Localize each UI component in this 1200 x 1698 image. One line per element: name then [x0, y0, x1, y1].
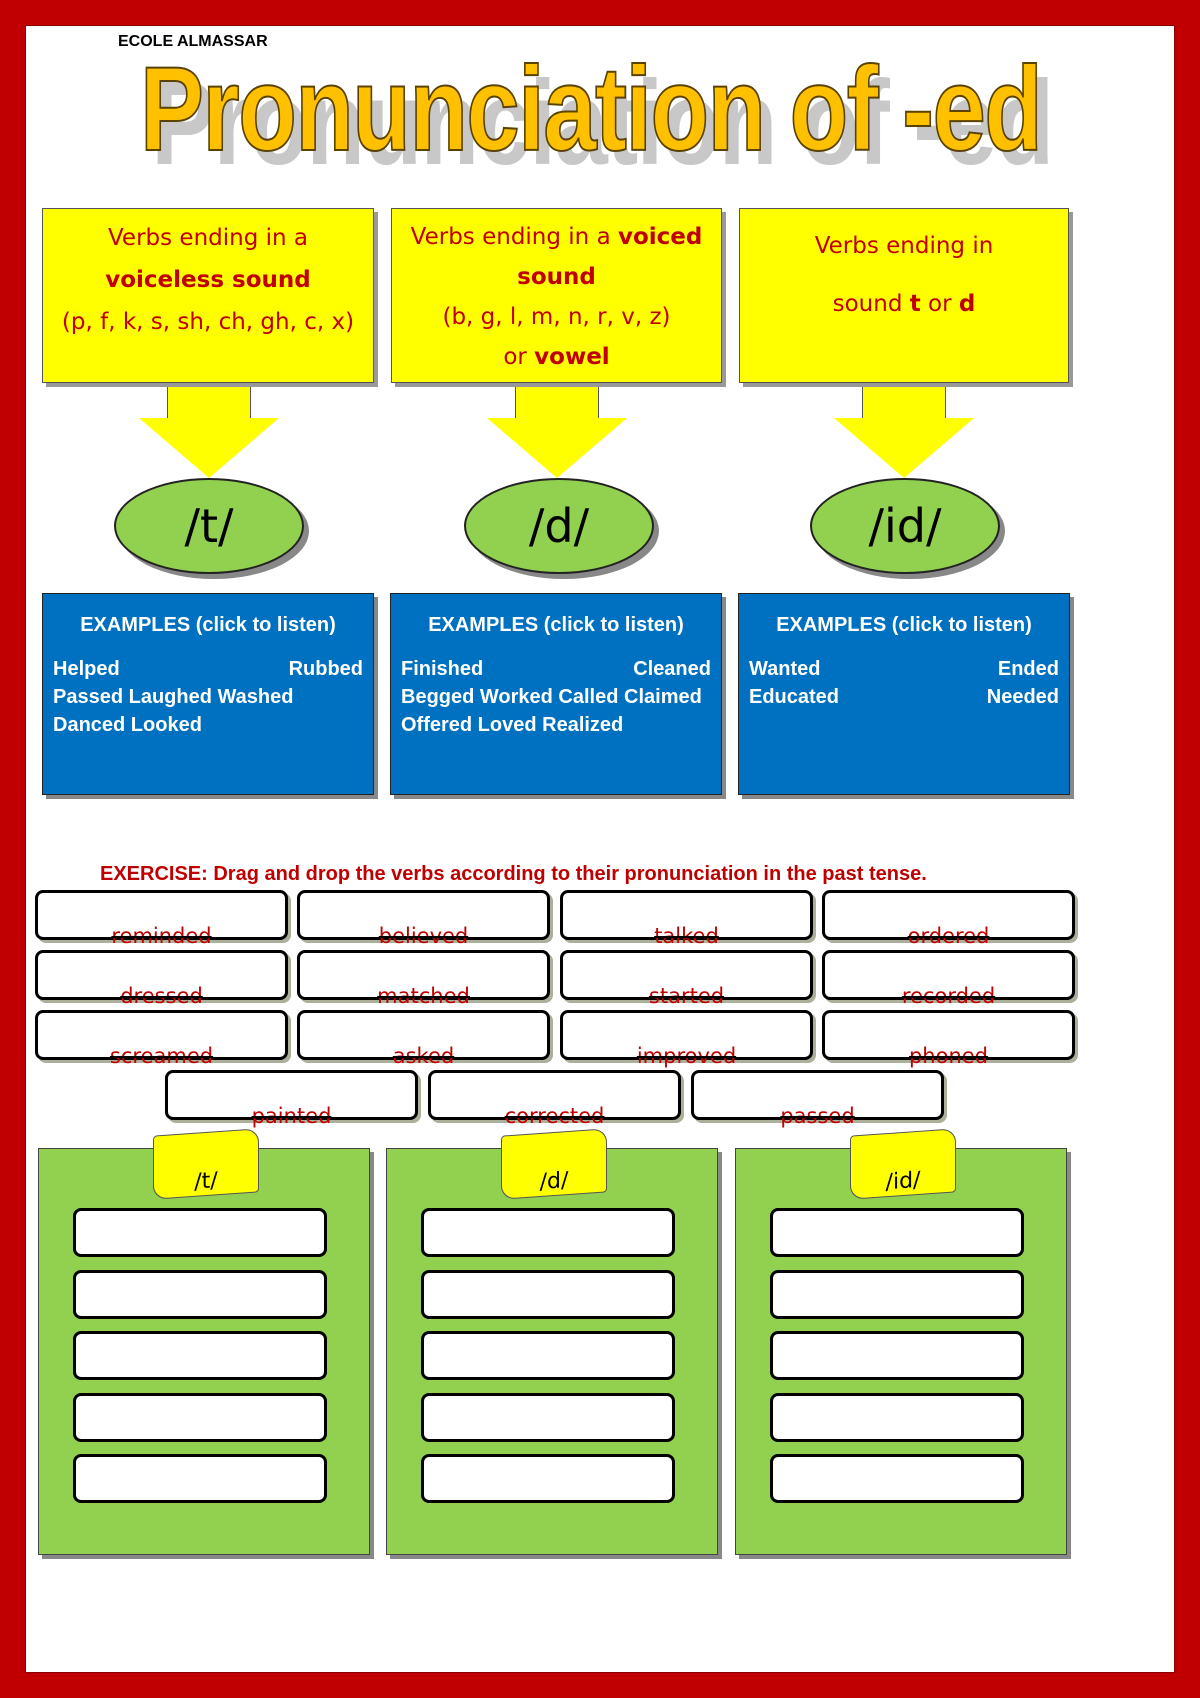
example-word[interactable]: Educated — [749, 686, 840, 708]
draggable-verb[interactable]: dressed — [120, 984, 203, 1008]
drop-slot[interactable] — [770, 1393, 1024, 1442]
drop-slot[interactable] — [421, 1270, 675, 1319]
draggable-verb[interactable]: screamed — [109, 1044, 214, 1068]
drop-slot[interactable] — [73, 1393, 327, 1442]
drop-slot[interactable] — [770, 1331, 1024, 1380]
page-title: Pronunciation of -ed — [139, 41, 1043, 177]
drop-slot[interactable] — [73, 1270, 327, 1319]
drop-slot[interactable] — [770, 1270, 1024, 1319]
rule-text: sound — [832, 291, 910, 317]
rule-voiceless: Verbs ending in a voiceless sound (p, f,… — [42, 208, 374, 383]
rule-text: (p, f, k, s, sh, ch, gh, c, x) — [61, 309, 355, 335]
rule-text: Verbs ending in a — [107, 225, 309, 251]
drop-slot[interactable] — [73, 1454, 327, 1503]
draggable-verb[interactable]: reminded — [111, 924, 212, 948]
rule-text: t — [909, 291, 921, 317]
arrow-stem — [515, 383, 599, 419]
example-word[interactable]: Finished — [401, 658, 484, 680]
example-word[interactable]: Begged Worked Called Claimed Offered Lov… — [401, 686, 702, 736]
rule-text: or — [503, 344, 535, 370]
word-slot[interactable] — [35, 890, 288, 940]
sound-t: /t/ — [114, 478, 304, 574]
word-slot[interactable] — [35, 1010, 288, 1060]
draggable-verb[interactable]: phoned — [908, 1044, 989, 1068]
rule-text: d — [958, 291, 976, 317]
arrow-stem — [167, 383, 251, 419]
drop-slot[interactable] — [770, 1454, 1024, 1503]
rule-text: voiceless sound — [105, 267, 311, 293]
example-word[interactable]: Helped — [53, 658, 120, 680]
draggable-verb[interactable]: asked — [392, 1044, 455, 1068]
rule-text: or — [920, 291, 959, 317]
drop-slot[interactable] — [73, 1331, 327, 1380]
sound-id: /id/ — [810, 478, 1000, 574]
draggable-verb[interactable]: improved — [636, 1044, 737, 1068]
drop-slot[interactable] — [421, 1454, 675, 1503]
sound-d: /d/ — [464, 478, 654, 574]
examples-id: EXAMPLES (click to listen) Wanted Ended E… — [738, 593, 1070, 795]
examples-d: EXAMPLES (click to listen) Finished Clean… — [390, 593, 722, 795]
panel-label-flag: /t/ — [153, 1128, 259, 1200]
word-slot[interactable] — [822, 1010, 1075, 1060]
arrow-down-icon — [487, 418, 627, 478]
arrow-stem — [862, 383, 946, 419]
word-slot[interactable] — [165, 1070, 418, 1120]
rule-text: voiced — [617, 224, 703, 250]
examples-heading: EXAMPLES (click to listen) — [80, 614, 336, 636]
word-slot[interactable] — [428, 1070, 681, 1120]
word-slot[interactable] — [560, 950, 813, 1000]
draggable-verb[interactable]: matched — [377, 984, 470, 1008]
rule-text: Verbs ending in — [814, 233, 994, 259]
word-slot[interactable] — [560, 890, 813, 940]
word-slot[interactable] — [560, 1010, 813, 1060]
word-slot[interactable] — [35, 950, 288, 1000]
arrow-down-icon — [834, 418, 974, 478]
word-slot[interactable] — [297, 890, 550, 940]
rule-voiced: Verbs ending in a voiced sound (b, g, l,… — [391, 208, 722, 383]
word-slot[interactable] — [822, 950, 1075, 1000]
exercise-instruction: EXERCISE: Drag and drop the verbs accord… — [100, 863, 927, 885]
school-name: ECOLE ALMASSAR — [118, 33, 268, 50]
drop-slot[interactable] — [73, 1208, 327, 1257]
rule-t-d: Verbs ending in sound t or d — [739, 208, 1069, 383]
draggable-verb[interactable]: talked — [654, 924, 719, 948]
example-word[interactable]: Wanted — [749, 658, 821, 680]
draggable-verb[interactable]: painted — [251, 1104, 332, 1128]
rule-text: (b, g, l, m, n, r, v, z) — [442, 304, 671, 330]
arrow-down-icon — [139, 418, 279, 478]
draggable-verb[interactable]: ordered — [907, 924, 990, 948]
example-word[interactable]: Rubbed — [288, 658, 363, 680]
drop-slot[interactable] — [421, 1331, 675, 1380]
examples-heading: EXAMPLES (click to listen) — [776, 614, 1032, 636]
draggable-verb[interactable]: corrected — [504, 1104, 605, 1128]
example-word[interactable]: Cleaned — [633, 658, 711, 680]
example-word[interactable]: Passed Laughed Washed Danced Looked — [53, 686, 294, 736]
draggable-verb[interactable]: started — [648, 984, 725, 1008]
examples-heading: EXAMPLES (click to listen) — [428, 614, 684, 636]
rule-text: vowel — [534, 344, 610, 370]
rule-text: Verbs ending in a — [410, 224, 618, 250]
example-word[interactable]: Ended — [997, 658, 1059, 680]
draggable-verb[interactable]: passed — [780, 1104, 855, 1128]
word-slot[interactable] — [822, 890, 1075, 940]
word-slot[interactable] — [297, 1010, 550, 1060]
panel-label-flag: /d/ — [501, 1128, 607, 1200]
draggable-verb[interactable]: recorded — [901, 984, 996, 1008]
example-word[interactable]: Needed — [986, 686, 1059, 708]
drop-slot[interactable] — [421, 1208, 675, 1257]
drop-slot[interactable] — [770, 1208, 1024, 1257]
rule-text: sound — [517, 264, 596, 290]
word-slot[interactable] — [297, 950, 550, 1000]
panel-label-flag: /id/ — [850, 1128, 956, 1200]
drop-slot[interactable] — [421, 1393, 675, 1442]
word-slot[interactable] — [691, 1070, 944, 1120]
draggable-verb[interactable]: believed — [378, 924, 469, 948]
